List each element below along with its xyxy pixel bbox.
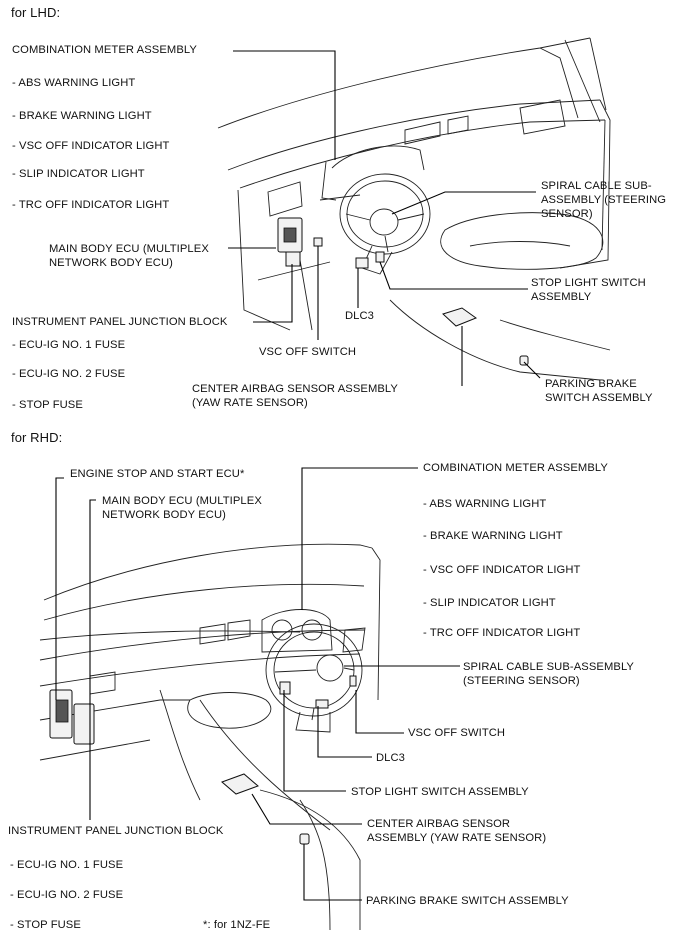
lhd-combination-meter-label: COMBINATION METER ASSEMBLY [12,44,197,56]
rhd-fuse-item: - ECU-IG NO. 2 FUSE [10,889,124,901]
lhd-stop-light-switch-label: STOP LIGHT SWITCH [531,277,646,289]
rhd-dashboard-drawing [39,467,460,931]
lhd-main-body-ecu-label: MAIN BODY ECU (MULTIPLEX [49,243,209,255]
lhd-spiral-cable-label: SPIRAL CABLE SUB- [541,180,652,192]
lhd-fuse-item: - STOP FUSE [12,399,83,411]
lhd-fuse-item: - ECU-IG NO. 1 FUSE [12,339,126,351]
rhd-heading: for RHD: [11,430,63,445]
rhd-engine-stop-start-ecu-label: ENGINE STOP AND START ECU* [70,468,245,480]
rhd-center-airbag-label: ASSEMBLY (YAW RATE SENSOR) [367,832,547,844]
rhd-meter-item: - BRAKE WARNING LIGHT [423,530,563,542]
lhd-meter-item: - VSC OFF INDICATOR LIGHT [12,140,170,152]
rhd-meter-item: - VSC OFF INDICATOR LIGHT [423,564,581,576]
rhd-meter-item: - ABS WARNING LIGHT [423,498,547,510]
rhd-meter-item: - SLIP INDICATOR LIGHT [423,597,556,609]
lhd-spiral-cable-label: SENSOR) [541,208,593,220]
lhd-heading: for LHD: [11,5,61,20]
rhd-main-body-ecu-label: MAIN BODY ECU (MULTIPLEX [102,495,262,507]
rhd-junction-block-label: INSTRUMENT PANEL JUNCTION BLOCK [8,825,224,837]
rhd-fuse-item: - STOP FUSE [10,919,81,931]
lhd-stop-light-switch-label: ASSEMBLY [531,291,592,303]
rhd-meter-item: - TRC OFF INDICATOR LIGHT [423,627,581,639]
lhd-center-airbag-label: CENTER AIRBAG SENSOR ASSEMBLY [192,383,398,395]
rhd-main-body-ecu-label: NETWORK BODY ECU) [102,509,226,521]
lhd-main-body-ecu-label: NETWORK BODY ECU) [49,257,173,269]
lhd-parking-brake-label: SWITCH ASSEMBLY [545,392,653,404]
lhd-meter-item: - SLIP INDICATOR LIGHT [12,168,145,180]
lhd-spiral-cable-label: ASSEMBLY (STEERING [541,194,667,206]
lhd-meter-item: - ABS WARNING LIGHT [12,77,136,89]
rhd-dlc3-label: DLC3 [376,752,406,764]
rhd-combination-meter-label: COMBINATION METER ASSEMBLY [423,462,608,474]
rhd-fuse-item: - ECU-IG NO. 1 FUSE [10,859,124,871]
rhd-footnote: *: for 1NZ-FE [203,919,271,931]
rhd-parking-brake-label: PARKING BRAKE SWITCH ASSEMBLY [366,895,569,907]
lhd-dashboard-drawing [217,37,611,386]
lhd-parking-brake-label: PARKING BRAKE [545,378,637,390]
rhd-spiral-cable-label: (STEERING SENSOR) [463,675,580,687]
lhd-vsc-off-switch-label: VSC OFF SWITCH [259,346,357,358]
rhd-center-airbag-label: CENTER AIRBAG SENSOR [367,818,511,830]
lhd-meter-item: - BRAKE WARNING LIGHT [12,110,152,122]
lhd-fuse-item: - ECU-IG NO. 2 FUSE [12,368,126,380]
lhd-junction-block-label: INSTRUMENT PANEL JUNCTION BLOCK [12,316,228,328]
rhd-spiral-cable-label: SPIRAL CABLE SUB-ASSEMBLY [463,661,634,673]
lhd-meter-item: - TRC OFF INDICATOR LIGHT [12,199,170,211]
rhd-stop-light-switch-label: STOP LIGHT SWITCH ASSEMBLY [351,786,529,798]
rhd-vsc-off-switch-label: VSC OFF SWITCH [408,727,506,739]
lhd-center-airbag-label: (YAW RATE SENSOR) [192,397,308,409]
lhd-dlc3-label: DLC3 [345,310,375,322]
